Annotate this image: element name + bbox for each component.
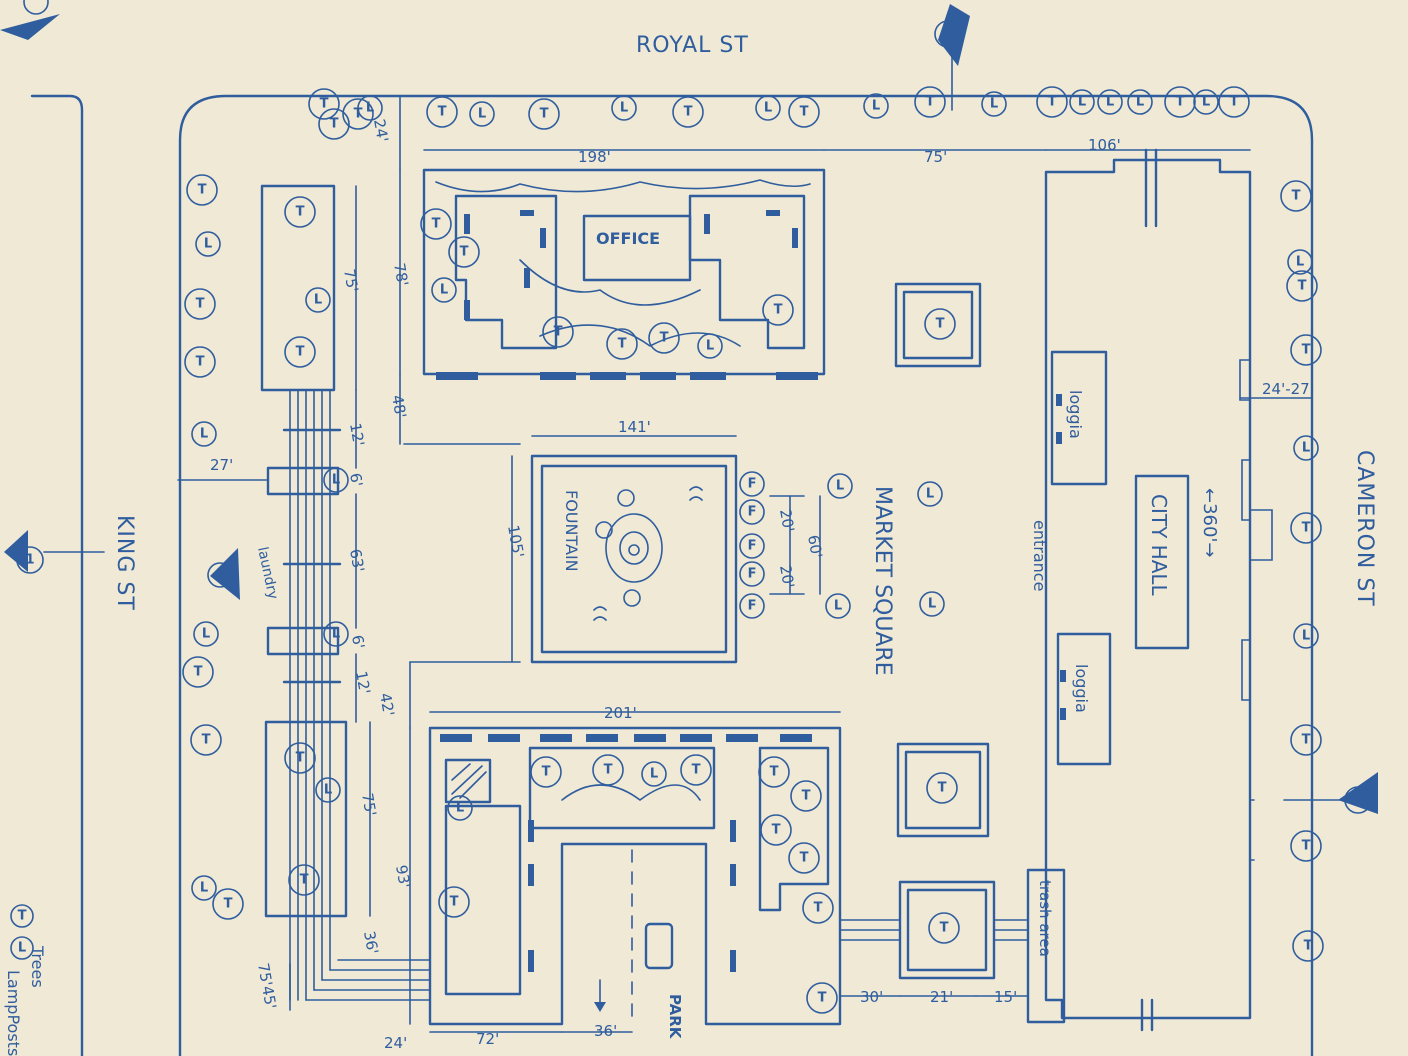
svg-text:2: 2 xyxy=(943,27,952,42)
street-curb-west xyxy=(30,94,84,1056)
svg-text:27': 27' xyxy=(210,456,233,474)
fountain-plaza: FOUNTAIN xyxy=(530,454,945,664)
svg-text:36': 36' xyxy=(594,1022,617,1040)
planters xyxy=(894,282,996,980)
svg-text:4: 4 xyxy=(215,568,224,583)
legend-trees-label: Trees xyxy=(28,945,47,988)
svg-text:T: T xyxy=(18,909,27,924)
svg-text:105': 105' xyxy=(504,524,527,559)
svg-text:24'-27': 24'-27' xyxy=(1262,380,1314,398)
svg-text:72': 72' xyxy=(476,1030,499,1048)
office-label: OFFICE xyxy=(596,229,660,248)
svg-text:6': 6' xyxy=(348,634,368,651)
svg-text:12': 12' xyxy=(346,422,368,448)
loggia-label-2: loggia xyxy=(1072,664,1091,713)
svg-text:75'45': 75'45' xyxy=(254,962,280,1011)
section-marker-4: 4 xyxy=(207,548,240,600)
svg-text:198': 198' xyxy=(578,148,611,166)
svg-text:20': 20' xyxy=(776,508,798,534)
svg-text:60': 60' xyxy=(804,534,826,560)
city-hall-label: CITY HALL xyxy=(1147,494,1171,597)
svg-text:1: 1 xyxy=(25,553,34,568)
trash-area: trash area xyxy=(839,868,1066,1024)
svg-text:78': 78' xyxy=(390,262,412,288)
building-north-office: OFFICE xyxy=(420,168,826,380)
north-arrow xyxy=(0,0,60,40)
dimension-labels: 198' 75' 106' 24' 78' 48' 75' 12' 6' 27'… xyxy=(210,118,1314,1052)
svg-text:75': 75' xyxy=(358,792,380,818)
loggia-label-1: loggia xyxy=(1066,390,1085,439)
city-hall: loggia loggia entrance CITY HALL ←360'→ xyxy=(1030,148,1273,1032)
svg-text:48': 48' xyxy=(388,394,410,420)
parking-label: PARK xyxy=(666,994,684,1040)
section-marker-2: 2 xyxy=(934,4,970,111)
svg-text:L: L xyxy=(18,941,26,956)
svg-text:42': 42' xyxy=(376,692,398,718)
svg-text:106': 106' xyxy=(1088,136,1121,154)
svg-text:75': 75' xyxy=(340,268,362,294)
svg-text:6': 6' xyxy=(346,472,366,489)
market-square-label: MARKET SQUARE xyxy=(870,486,895,676)
section-marker-1: 1 xyxy=(4,530,105,574)
svg-text:15': 15' xyxy=(994,988,1017,1006)
svg-text:30': 30' xyxy=(860,988,883,1006)
legend-lamp-label: LampPosts xyxy=(4,970,23,1056)
street-label-cameron: CAMERON ST xyxy=(1352,450,1377,607)
building-south-parking: PARK xyxy=(428,726,842,1040)
svg-text:3: 3 xyxy=(1353,793,1362,808)
svg-text:20': 20' xyxy=(776,564,798,590)
street-label-king: KING ST xyxy=(112,515,137,611)
dimension-lines xyxy=(177,95,1313,1033)
svg-text:12': 12' xyxy=(352,670,374,696)
laundry-label: laundry xyxy=(254,546,281,601)
tree-row-cameron xyxy=(1280,180,1324,962)
svg-text:24': 24' xyxy=(370,118,392,144)
svg-text:141': 141' xyxy=(618,418,651,436)
fountain-label: FOUNTAIN xyxy=(562,490,581,572)
svg-text:201': 201' xyxy=(604,704,637,722)
svg-text:63': 63' xyxy=(346,548,368,574)
svg-text:21': 21' xyxy=(930,988,953,1006)
block-outline xyxy=(178,94,1314,1056)
west-walkway: laundry xyxy=(254,184,431,1001)
svg-text:36': 36' xyxy=(360,930,382,956)
svg-text:93': 93' xyxy=(392,864,414,890)
legend: T Trees L LampPosts xyxy=(4,904,47,1056)
street-label-royal: ROYAL ST xyxy=(636,33,749,58)
svg-text:24': 24' xyxy=(384,1034,407,1052)
svg-text:75': 75' xyxy=(924,148,947,166)
dim-360: ←360'→ xyxy=(1199,488,1220,557)
svg-text:trash area: trash area xyxy=(1036,880,1054,957)
section-marker-3: 3 xyxy=(1283,772,1378,814)
entrance-label: entrance xyxy=(1030,520,1049,591)
tree-row-king xyxy=(182,174,244,920)
